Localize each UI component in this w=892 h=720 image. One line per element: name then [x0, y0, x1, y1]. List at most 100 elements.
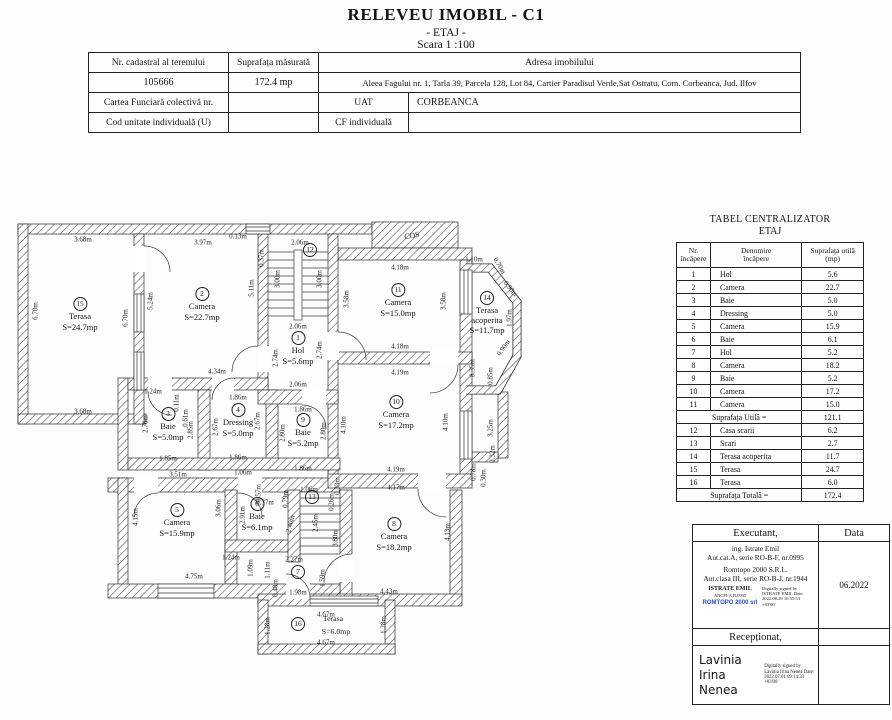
- executant-header: Executant,: [693, 525, 819, 541]
- room-area: S=5.2mp: [287, 437, 319, 448]
- adresa-value: Aleea Fagului nr. 1, Tarla 39, Parcela 1…: [318, 72, 801, 93]
- room-number: 7: [291, 565, 305, 579]
- cartea-funciara-label: Cartea Funciară colectivă nr.: [88, 92, 229, 113]
- header-row-cartea: Cartea Funciară colectivă nr. UAT CORBEA…: [88, 92, 801, 113]
- room-name: Camera: [380, 531, 408, 541]
- dim-label: 2.67m: [211, 418, 220, 436]
- room-number: 1: [290, 331, 305, 345]
- col-suprafata-header: Suprafața utilă(mp): [801, 242, 864, 268]
- dim-label: 1.86m: [294, 464, 312, 473]
- dim-label: 2.06m: [291, 238, 309, 247]
- dim-label: 5.11m: [247, 279, 256, 297]
- scale-label: Scara 1 :100: [417, 39, 475, 51]
- room-number: 13: [305, 490, 319, 504]
- data-header: Data: [844, 527, 864, 539]
- executant-box: Executant, Data ing. Istrate Emil Aut.ca…: [692, 524, 890, 705]
- room-name: Camera: [384, 297, 412, 307]
- dim-label: 3.68m: [74, 407, 92, 416]
- dim-label: 1.86m: [229, 393, 247, 402]
- plan-text: COS: [403, 229, 421, 242]
- centralizator-title: TABEL CENTRALIZATOR: [709, 214, 831, 225]
- room-number: 5: [169, 503, 184, 517]
- dim-label: 0.79m: [281, 490, 290, 508]
- room-area: S=22.7mp: [184, 311, 220, 322]
- dim-label: 0.26m: [327, 493, 336, 511]
- dim-label: 4.18m: [391, 263, 409, 272]
- dim-label: 0.30m: [479, 469, 488, 487]
- dim-label: 4.18m: [391, 342, 409, 351]
- room-number: 12: [303, 243, 317, 257]
- dim-label: 1.06m: [234, 468, 252, 477]
- dim-label: 1.09m: [246, 559, 255, 577]
- document-title-block: RELEVEU IMOBIL - C1 - ETAJ - Scara 1 :10…: [0, 5, 892, 51]
- company-authorization: Aut.clasa III, serie RO-B-J, nr.1944: [703, 573, 808, 583]
- dim-label: 1.85m: [159, 454, 177, 463]
- room-area: S=5.6mp: [282, 355, 314, 366]
- dim-label: 2.27m: [285, 555, 303, 564]
- executant-name: ing. Istrate Emil: [731, 544, 780, 553]
- dim-label: 2.40m: [284, 514, 297, 534]
- uat-label: UAT: [318, 92, 409, 113]
- dim-label: 1.24m: [222, 553, 240, 562]
- receiver-signature: Lavinia Irina Nenea Digitally signed by …: [693, 646, 818, 704]
- table-row: Suprafața Utilă =121.1: [675, 410, 864, 424]
- room-area: S=24.7mp: [62, 321, 98, 332]
- dim-label: 2.80m: [319, 422, 328, 440]
- room-label: 12: [303, 243, 317, 257]
- room-name: Camera: [188, 301, 216, 311]
- staircase-12: [268, 249, 328, 321]
- cartea-funciara-value: [228, 92, 319, 113]
- cf-individuala-value: [408, 112, 801, 133]
- header-row-values: 105666 172.4 mp Aleea Fagului nr. 1, Tar…: [88, 72, 801, 93]
- dim-label: 4.15m: [131, 508, 140, 526]
- dim-label: 3.51m: [169, 470, 187, 479]
- dim-label: 4.75m: [185, 572, 203, 581]
- dim-label: 6.70m: [121, 309, 130, 327]
- dim-label: 4.10m: [339, 416, 348, 434]
- dim-label: 3.58m: [439, 292, 448, 310]
- dim-label: 1.11m: [263, 561, 272, 579]
- floorplan-drawing: [17, 221, 522, 655]
- room-area: S=18.2mp: [376, 541, 412, 552]
- dim-label: 4.34m: [208, 367, 226, 376]
- dim-label: 2.74m: [315, 341, 324, 359]
- room-area: S=15.0mp: [380, 307, 416, 318]
- executant-company: Romtopo 2000 S.R.L.: [723, 565, 788, 574]
- room-area: S=6.1mp: [241, 521, 273, 532]
- col-nr-header: Nr.încăpere: [676, 242, 711, 268]
- stamp-name: ISTRATE EMIL: [708, 586, 752, 592]
- room-label: 7: [291, 565, 305, 579]
- dim-label: 4.67m: [317, 610, 335, 619]
- header-row-cod: Cod unitate individuală (U) CF individua…: [88, 112, 801, 133]
- dim-label: 4.19m: [387, 465, 405, 474]
- room-label: 16: [291, 617, 305, 631]
- receiver-name: Lavinia Irina Nenea: [699, 652, 742, 697]
- dim-label: 3.80m: [331, 529, 340, 547]
- dim-label: 6.70m: [31, 302, 40, 320]
- plan-text: Terasa: [322, 614, 344, 623]
- digital-stamp: ISTRATE EMIL ANCPI:A,B,0995 ROMTOPO 2000…: [693, 586, 818, 607]
- dim-label: 0.33m: [333, 477, 342, 495]
- header-table: Nr. cadastral al terenului Suprafața măs…: [88, 52, 801, 133]
- dim-label: 5.24m: [146, 292, 155, 310]
- room-name: Baie: [249, 511, 265, 521]
- centralizator: TABEL CENTRALIZATOR ETAJ Nr.încăpere Den…: [675, 214, 864, 502]
- dim-label: 0.48m: [271, 579, 280, 597]
- room-area: S=15.9mp: [159, 527, 195, 538]
- door-arcs: [133, 245, 459, 599]
- dim-label: 0.78m: [469, 463, 478, 481]
